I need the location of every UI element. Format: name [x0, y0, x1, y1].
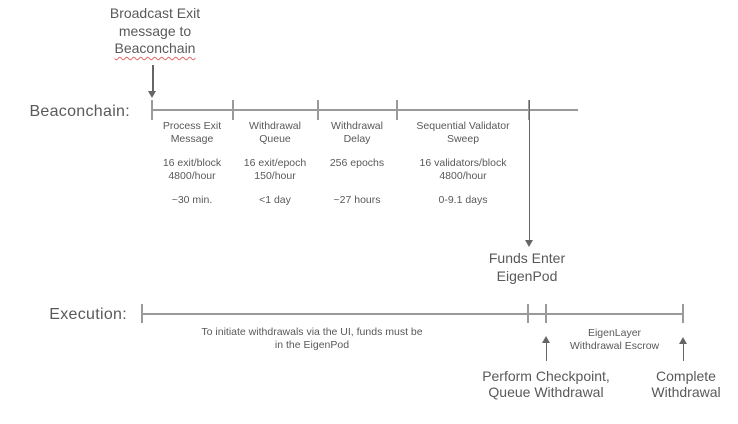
complete-arrow-up-icon	[682, 343, 684, 361]
segment-rate-line2: 4800/hour	[168, 170, 216, 182]
perform-checkpoint-label: Perform Checkpoint, Queue Withdrawal	[436, 368, 656, 400]
beaconchain-tick-2	[232, 100, 234, 120]
execution-tick-3	[545, 304, 547, 323]
broadcast-line-1: Broadcast Exit	[109, 5, 201, 21]
beaconchain-tick-1	[151, 100, 153, 120]
segment-name: Withdrawal Delay	[282, 120, 432, 146]
complete-withdrawal-label: Complete Withdrawal	[606, 368, 738, 400]
segment-duration: ~27 hours	[333, 194, 381, 206]
broadcast-line-3: Beaconchain	[90, 40, 220, 58]
execution-timeline-line	[142, 313, 683, 315]
segment-name-line1: Sequential Validator	[416, 120, 510, 132]
segment-duration: 0-9.1 days	[438, 194, 488, 206]
funds-arrow-down-head-icon	[524, 240, 533, 247]
beaconchain-tick-4	[396, 100, 398, 120]
segment-sequential-validator-sweep: Sequential Validator Sweep 16 validators…	[388, 120, 538, 207]
segment-name-line2: Sweep	[446, 133, 480, 145]
escrow-line1: EigenLayer	[587, 327, 642, 339]
arrow-down-icon	[152, 65, 154, 91]
checkpoint-line2: Queue Withdrawal	[488, 383, 604, 400]
broadcast-exit-annotation: Broadcast Exit message to Beaconchain	[90, 5, 220, 58]
segment-name-line1: Process Exit	[162, 120, 222, 132]
segment-withdrawal-queue: Withdrawal Queue 16 exit/epoch 150/hour …	[200, 120, 350, 207]
segment-name: Withdrawal Queue	[200, 120, 350, 146]
beaconchain-misspelled-word: Beaconchain	[114, 40, 196, 56]
checkpoint-line1: Perform Checkpoint,	[482, 368, 610, 384]
segment-withdrawal-delay: Withdrawal Delay 256 epochs ~27 hours	[282, 120, 432, 207]
funds-enter-eigenpod-label: Funds Enter EigenPod	[452, 250, 602, 285]
segment-rate-line2: 150/hour	[254, 170, 296, 182]
complete-line1: Complete	[656, 368, 716, 384]
segment-rate-line2: 4800/hour	[439, 170, 487, 182]
complete-line2: Withdrawal	[651, 383, 721, 400]
segment-name-line2: Delay	[343, 133, 371, 145]
segment-name: Sequential Validator Sweep	[388, 120, 538, 146]
beaconchain-tick-3	[317, 100, 319, 120]
segment-name: Process Exit Message	[117, 120, 267, 146]
eigenlayer-escrow-label: EigenLayer Withdrawal Escrow	[544, 327, 685, 353]
segment-name-line2: Message	[170, 133, 214, 145]
segment-rate: 256 epochs	[282, 157, 432, 183]
checkpoint-arrow-up-head-icon	[541, 336, 550, 343]
segment-rate-line1: 16 exit/epoch	[243, 157, 307, 169]
execution-note-line2: in the EigenPod	[274, 339, 350, 351]
segment-duration: ~30 min.	[171, 194, 213, 206]
segment-rate-line1: 16 exit/block	[162, 157, 222, 169]
funds-arrow-down-icon	[528, 100, 530, 240]
checkpoint-arrow-up-icon	[545, 342, 547, 361]
beaconchain-timeline-line	[152, 109, 578, 111]
segment-duration: <1 day	[259, 194, 291, 206]
execution-tick-2	[527, 304, 529, 323]
escrow-line2: Withdrawal Escrow	[569, 340, 660, 352]
segment-name-line2: Queue	[259, 133, 291, 145]
funds-enter-line1: Funds Enter	[488, 250, 566, 266]
segment-process-exit-message: Process Exit Message 16 exit/block 4800/…	[117, 120, 267, 207]
segment-rate: 16 exit/epoch 150/hour	[200, 157, 350, 183]
execution-note: To initiate withdrawals via the UI, fund…	[152, 326, 472, 352]
segment-name-line1: Withdrawal	[249, 120, 301, 132]
segment-rate-line1: 16 validators/block	[419, 157, 507, 169]
execution-tick-4	[682, 304, 684, 323]
segment-rate-line1: 256 epochs	[329, 157, 385, 169]
broadcast-line-2: message to	[118, 22, 192, 39]
segment-rate: 16 validators/block 4800/hour	[388, 157, 538, 183]
complete-arrow-up-head-icon	[678, 337, 687, 344]
segment-name-line1: Withdrawal	[331, 120, 383, 132]
execution-note-line1: To initiate withdrawals via the UI, fund…	[201, 326, 423, 338]
execution-tick-1	[141, 304, 143, 323]
funds-enter-line2: EigenPod	[496, 267, 558, 284]
arrow-down-head-icon	[148, 91, 156, 98]
segment-rate: 16 exit/block 4800/hour	[117, 157, 267, 183]
execution-row-label: Execution:	[49, 306, 127, 323]
beaconchain-row-label: Beaconchain:	[29, 103, 130, 120]
